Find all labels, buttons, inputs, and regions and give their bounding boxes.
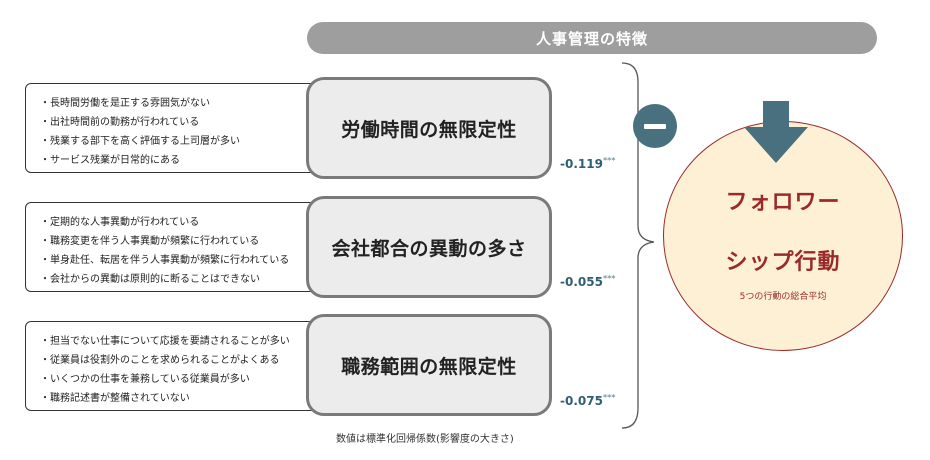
section-header: 人事管理の特徴: [307, 22, 877, 54]
footnote: 数値は標準化回帰係数(影響度の大きさ): [336, 434, 514, 445]
list-item: ・職務記述書が整備されていない: [40, 393, 190, 404]
factor-description-box: ・長時間労働を是正する雰囲気がない ・出社時間前の勤務が行われている ・残業する…: [25, 83, 325, 173]
list-item: ・会社からの異動は原則的に断ることはできない: [40, 274, 260, 285]
coefficient-label: -0.119***: [560, 156, 616, 171]
list-item: ・サービス残業が日常的にある: [40, 155, 180, 166]
factor-description-box: ・担当でない仕事について応援を要請されることが多い ・従業員は役割外のことを求め…: [25, 321, 325, 411]
coefficient-label: -0.075***: [560, 393, 616, 408]
factor-box-working-hours: 労働時間の無限定性: [306, 77, 552, 179]
list-item: ・従業員は役割外のことを求められることがよくある: [40, 355, 280, 366]
outcome-circle: [663, 121, 903, 351]
minus-icon: [633, 104, 677, 148]
outcome-title-line1: フォロワー: [725, 190, 841, 215]
list-item: ・担当でない仕事について応援を要請されることが多い: [40, 336, 290, 347]
factor-description-box: ・定期的な人事異動が行われている ・職務変更を伴う人事異動が頻繁に行われている …: [25, 202, 325, 292]
list-item: ・長時間労働を是正する雰囲気がない: [40, 98, 210, 109]
list-item: ・残業する部下を高く評価する上司層が多い: [40, 136, 240, 147]
factor-box-job-scope: 職務範囲の無限定性: [306, 314, 552, 416]
coefficient-label: -0.055***: [560, 274, 616, 289]
list-item: ・定期的な人事異動が行われている: [40, 217, 200, 228]
list-item: ・職務変更を伴う人事異動が頻繁に行われている: [40, 236, 260, 247]
list-item: ・単身赴任、転居を伴う人事異動が頻繁に行われている: [40, 255, 290, 266]
outcome-title-line2: シップ行動: [725, 250, 841, 275]
outcome-subtitle: 5つの行動の総合平均: [739, 292, 827, 302]
significance-mark: ***: [602, 156, 616, 165]
list-item: ・いくつかの仕事を兼務している従業員が多い: [40, 374, 250, 385]
factor-box-transfers: 会社都合の異動の多さ: [306, 196, 552, 298]
significance-mark: ***: [602, 393, 616, 402]
significance-mark: ***: [602, 274, 616, 283]
coefficient-value: -0.055: [560, 275, 603, 289]
coefficient-value: -0.119: [560, 157, 603, 171]
arrow-down-icon: [744, 101, 808, 163]
list-item: ・出社時間前の勤務が行われている: [40, 117, 200, 128]
coefficient-value: -0.075: [560, 394, 603, 408]
